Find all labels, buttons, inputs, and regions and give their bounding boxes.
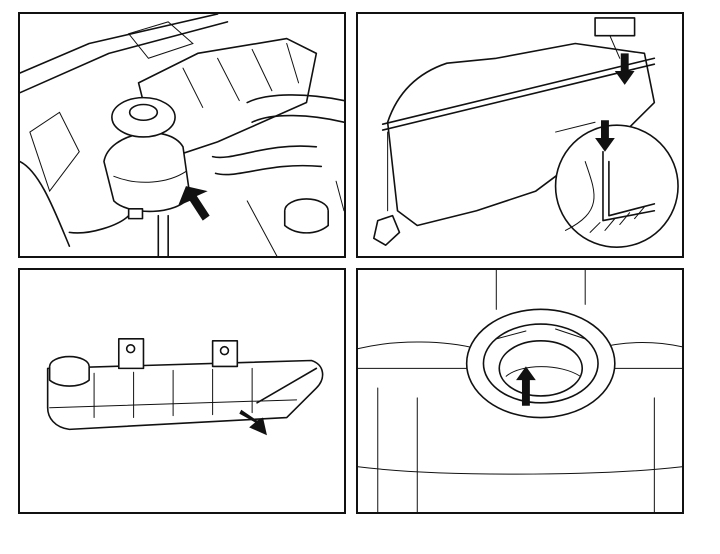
filler-neck-inner [499, 341, 582, 396]
lower-hose [213, 146, 317, 157]
bracket [129, 22, 193, 58]
arrow-icon [178, 186, 210, 221]
vent-tube [257, 368, 316, 402]
sensor-wire [69, 216, 128, 233]
background-lines [496, 270, 585, 309]
filler-neck-illustration [358, 270, 682, 512]
tab-hole-left [127, 345, 135, 353]
tank-top-bracket [595, 18, 635, 36]
tank-seam-illustration [358, 14, 682, 256]
tank-installed-illustration [20, 14, 344, 256]
inner-baffle [506, 367, 580, 377]
engine-block-lines [247, 181, 344, 256]
tank-rib-lines [94, 368, 252, 417]
cap-top [130, 105, 158, 121]
upper-hose-edge [252, 116, 344, 123]
mounting-tab-right [213, 341, 238, 367]
diagram-panel-tank-seam [356, 12, 684, 258]
fender-edge [20, 14, 218, 73]
tank-wall-lines [378, 388, 655, 512]
inset-leader [556, 122, 596, 132]
inset-hatch [590, 207, 644, 233]
arrow-icon [516, 366, 536, 406]
tank-removed-illustration [20, 270, 344, 436]
mounting-tab-left [119, 339, 144, 369]
tank-top-contour [358, 342, 477, 349]
arrow-icon [614, 53, 635, 85]
drain-pipe [158, 216, 168, 256]
upper-hose [247, 95, 344, 103]
tank-segment-lines [183, 44, 299, 108]
tab-hole-right [221, 347, 229, 355]
seam-line [383, 58, 655, 124]
detail-inset-circle [556, 125, 678, 247]
arrow-icon [595, 120, 615, 152]
diagram-panel-tank-removed [18, 268, 346, 514]
level-mark-line [114, 171, 186, 182]
bracket-leader [610, 36, 620, 59]
tank-lower-contour [358, 467, 682, 474]
seam-line-lower [383, 64, 655, 130]
inner-wing-line [20, 162, 69, 247]
tank-reservoir [104, 133, 190, 212]
sensor-connector [129, 209, 143, 219]
lower-hose-edge [216, 166, 322, 175]
diagram-panel-filler-neck [356, 268, 684, 514]
diagram-panel-tank-installed [18, 12, 346, 258]
inset-seam-edge [603, 152, 654, 221]
fender-inner-edge [20, 22, 227, 93]
oil-cap-side [285, 210, 328, 233]
inset-tank-wall [565, 162, 594, 231]
wheel-arch-opening [30, 112, 79, 191]
thread-lugs [496, 329, 585, 339]
tank-outline [388, 44, 655, 226]
inset-seam-inner [609, 162, 654, 216]
filler-cap-side [50, 366, 90, 386]
tank-body-side [48, 361, 323, 430]
bottom-clip [374, 216, 400, 246]
arrow-icon [239, 409, 267, 436]
